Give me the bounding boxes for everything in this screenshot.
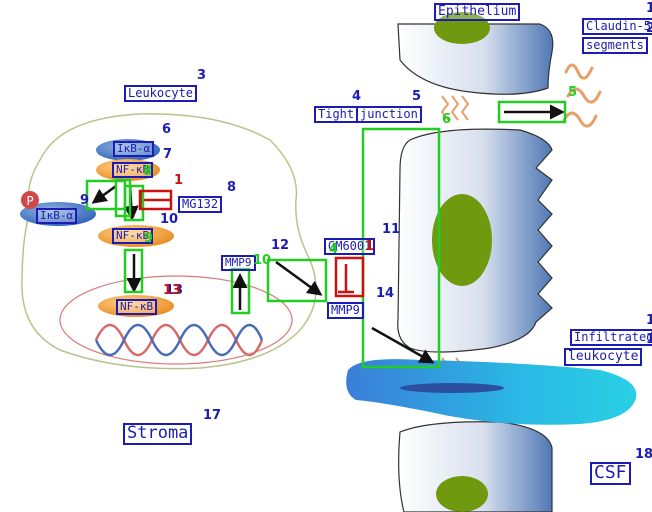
marker-10: 10 [160, 212, 179, 227]
epithelium-cells [397, 12, 554, 512]
dna-helix [94, 323, 264, 357]
leukocyte-nucleus [59, 275, 293, 365]
csf-label: CSF [590, 462, 631, 485]
nfkb-mid-label: NF-κB [112, 228, 154, 244]
nfkb-mid-oval [98, 225, 174, 247]
junction-label: junction [356, 106, 422, 123]
red-marker-13: 13 [163, 283, 182, 298]
marker-4: 4 [352, 89, 362, 104]
green-box-secretion [266, 258, 328, 303]
tight-label: Tight [314, 106, 359, 123]
infiltrated-leukocyte-shape [400, 383, 504, 393]
step-marker-translocation: 9 [144, 231, 154, 246]
marker-12: 12 [271, 238, 290, 253]
nfkb-low-label: NF-κB [116, 299, 158, 315]
green-box-release-a [114, 178, 132, 218]
nfkb-top-label: NF-κB [112, 162, 154, 178]
green-highlight-boxes [85, 100, 567, 369]
phosphate-label: P [26, 194, 33, 208]
nucleus-bottom [436, 476, 488, 512]
marker-5: 5 [412, 89, 422, 104]
marker-8: 8 [227, 180, 237, 195]
phosphate-circle [21, 191, 39, 209]
marker-15: 15 [646, 313, 652, 328]
marker-2: 2 [646, 21, 652, 36]
epithelium-label: Epithelium [434, 3, 521, 21]
step-marker-gm6001: 4 [329, 242, 339, 257]
marker-7: 7 [163, 147, 173, 162]
red-box-gm6001 [334, 256, 365, 298]
marker-11: 11 [382, 222, 401, 237]
arrow-mmp9-secretion [275, 260, 323, 296]
step-marker-nfkb: 8 [143, 164, 153, 179]
mg132-label: MG132 [178, 196, 223, 213]
stroma-label: Stroma [123, 423, 193, 445]
segments-label: segments [582, 37, 648, 54]
red-marker-gm6001: 1 [365, 239, 375, 254]
gm6001-label: GM6001 [324, 238, 376, 255]
green-box-release-b [123, 184, 145, 222]
step-marker-mmp9: 10 [253, 253, 272, 268]
infiltrated-label: Infiltrated [570, 329, 652, 346]
green-box-translocation [123, 248, 144, 294]
red-highlight-boxes [138, 189, 365, 298]
green-box-junction-arrow [497, 100, 567, 124]
leukocyte-label: Leukocyte [124, 85, 198, 102]
marker-17: 17 [203, 408, 222, 423]
marker-6: 6 [162, 122, 172, 137]
mmp9-left-label: MMP9 [221, 255, 256, 271]
mmp9-right-label: MMP9 [327, 302, 364, 319]
red-marker-mg132: 1 [174, 173, 184, 188]
marker-14: 14 [376, 286, 395, 301]
arrow-degradation [91, 184, 117, 204]
leukocyte-infiltrated-label: leukocyte [564, 348, 643, 366]
nucleus-middle [432, 194, 492, 286]
epithelial-cell-top [397, 23, 554, 95]
marker-13: 13 [165, 283, 184, 298]
claudin-5-segments [562, 63, 602, 128]
red-box-mg132 [138, 189, 173, 211]
ikba-left-label: IκB-α [36, 208, 78, 224]
marker-3: 3 [197, 68, 207, 83]
green-box-epithelium [361, 127, 441, 369]
arrow-infiltration [371, 326, 435, 364]
csf-band [346, 359, 637, 425]
marker-18: 18 [635, 447, 652, 462]
step-marker-epithelium: 6 [442, 112, 452, 127]
marker-1: 1 [646, 1, 652, 16]
marker-9: 9 [80, 193, 90, 208]
marker-16: 16 [646, 332, 652, 347]
claudin-5-label: Claudin-5 [582, 18, 652, 35]
step-marker-junction: 5 [568, 85, 578, 100]
pathway-arrows [91, 104, 565, 364]
ikba-top-label: IκB-α [113, 141, 155, 157]
